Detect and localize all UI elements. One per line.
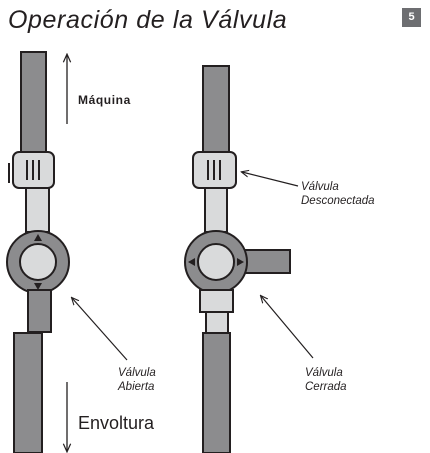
lower-pipe-right	[202, 332, 231, 453]
valve-closed-label-line-2: Cerrada	[305, 381, 347, 393]
valve-closed-label-line-1: Válvula	[305, 367, 343, 379]
wrap-label: Envoltura	[78, 413, 155, 433]
valve-open-label: Válvula Abierta	[118, 366, 156, 394]
upper-pipe-right	[202, 65, 230, 161]
fitting-right	[199, 289, 234, 313]
callout-closed-valve	[261, 296, 314, 359]
machine-label: Máquina	[78, 93, 131, 107]
valve-disconnected-label-line-2: Desconectada	[301, 195, 375, 207]
page-number-badge: 5	[402, 8, 421, 27]
lower-pipe-left	[13, 332, 43, 453]
valve-disconnected-label-line-1: Válvula	[301, 181, 339, 193]
page-title: Operación de la Válvula	[8, 6, 288, 34]
closed-valve-assembly	[184, 65, 314, 453]
callout-open-valve	[72, 298, 128, 361]
valve-closed-label: Válvula Cerrada	[305, 366, 347, 394]
open-valve-assembly	[6, 51, 128, 453]
valve-open-label-line-1: Válvula	[118, 367, 156, 379]
callout-disconnected-valve	[242, 172, 299, 187]
valve-handle-open	[27, 289, 52, 333]
valve-open-label-line-2: Abierta	[118, 381, 155, 393]
upper-pipe-left	[20, 51, 47, 161]
valve-disconnected-label: Válvula Desconectada	[301, 180, 375, 208]
